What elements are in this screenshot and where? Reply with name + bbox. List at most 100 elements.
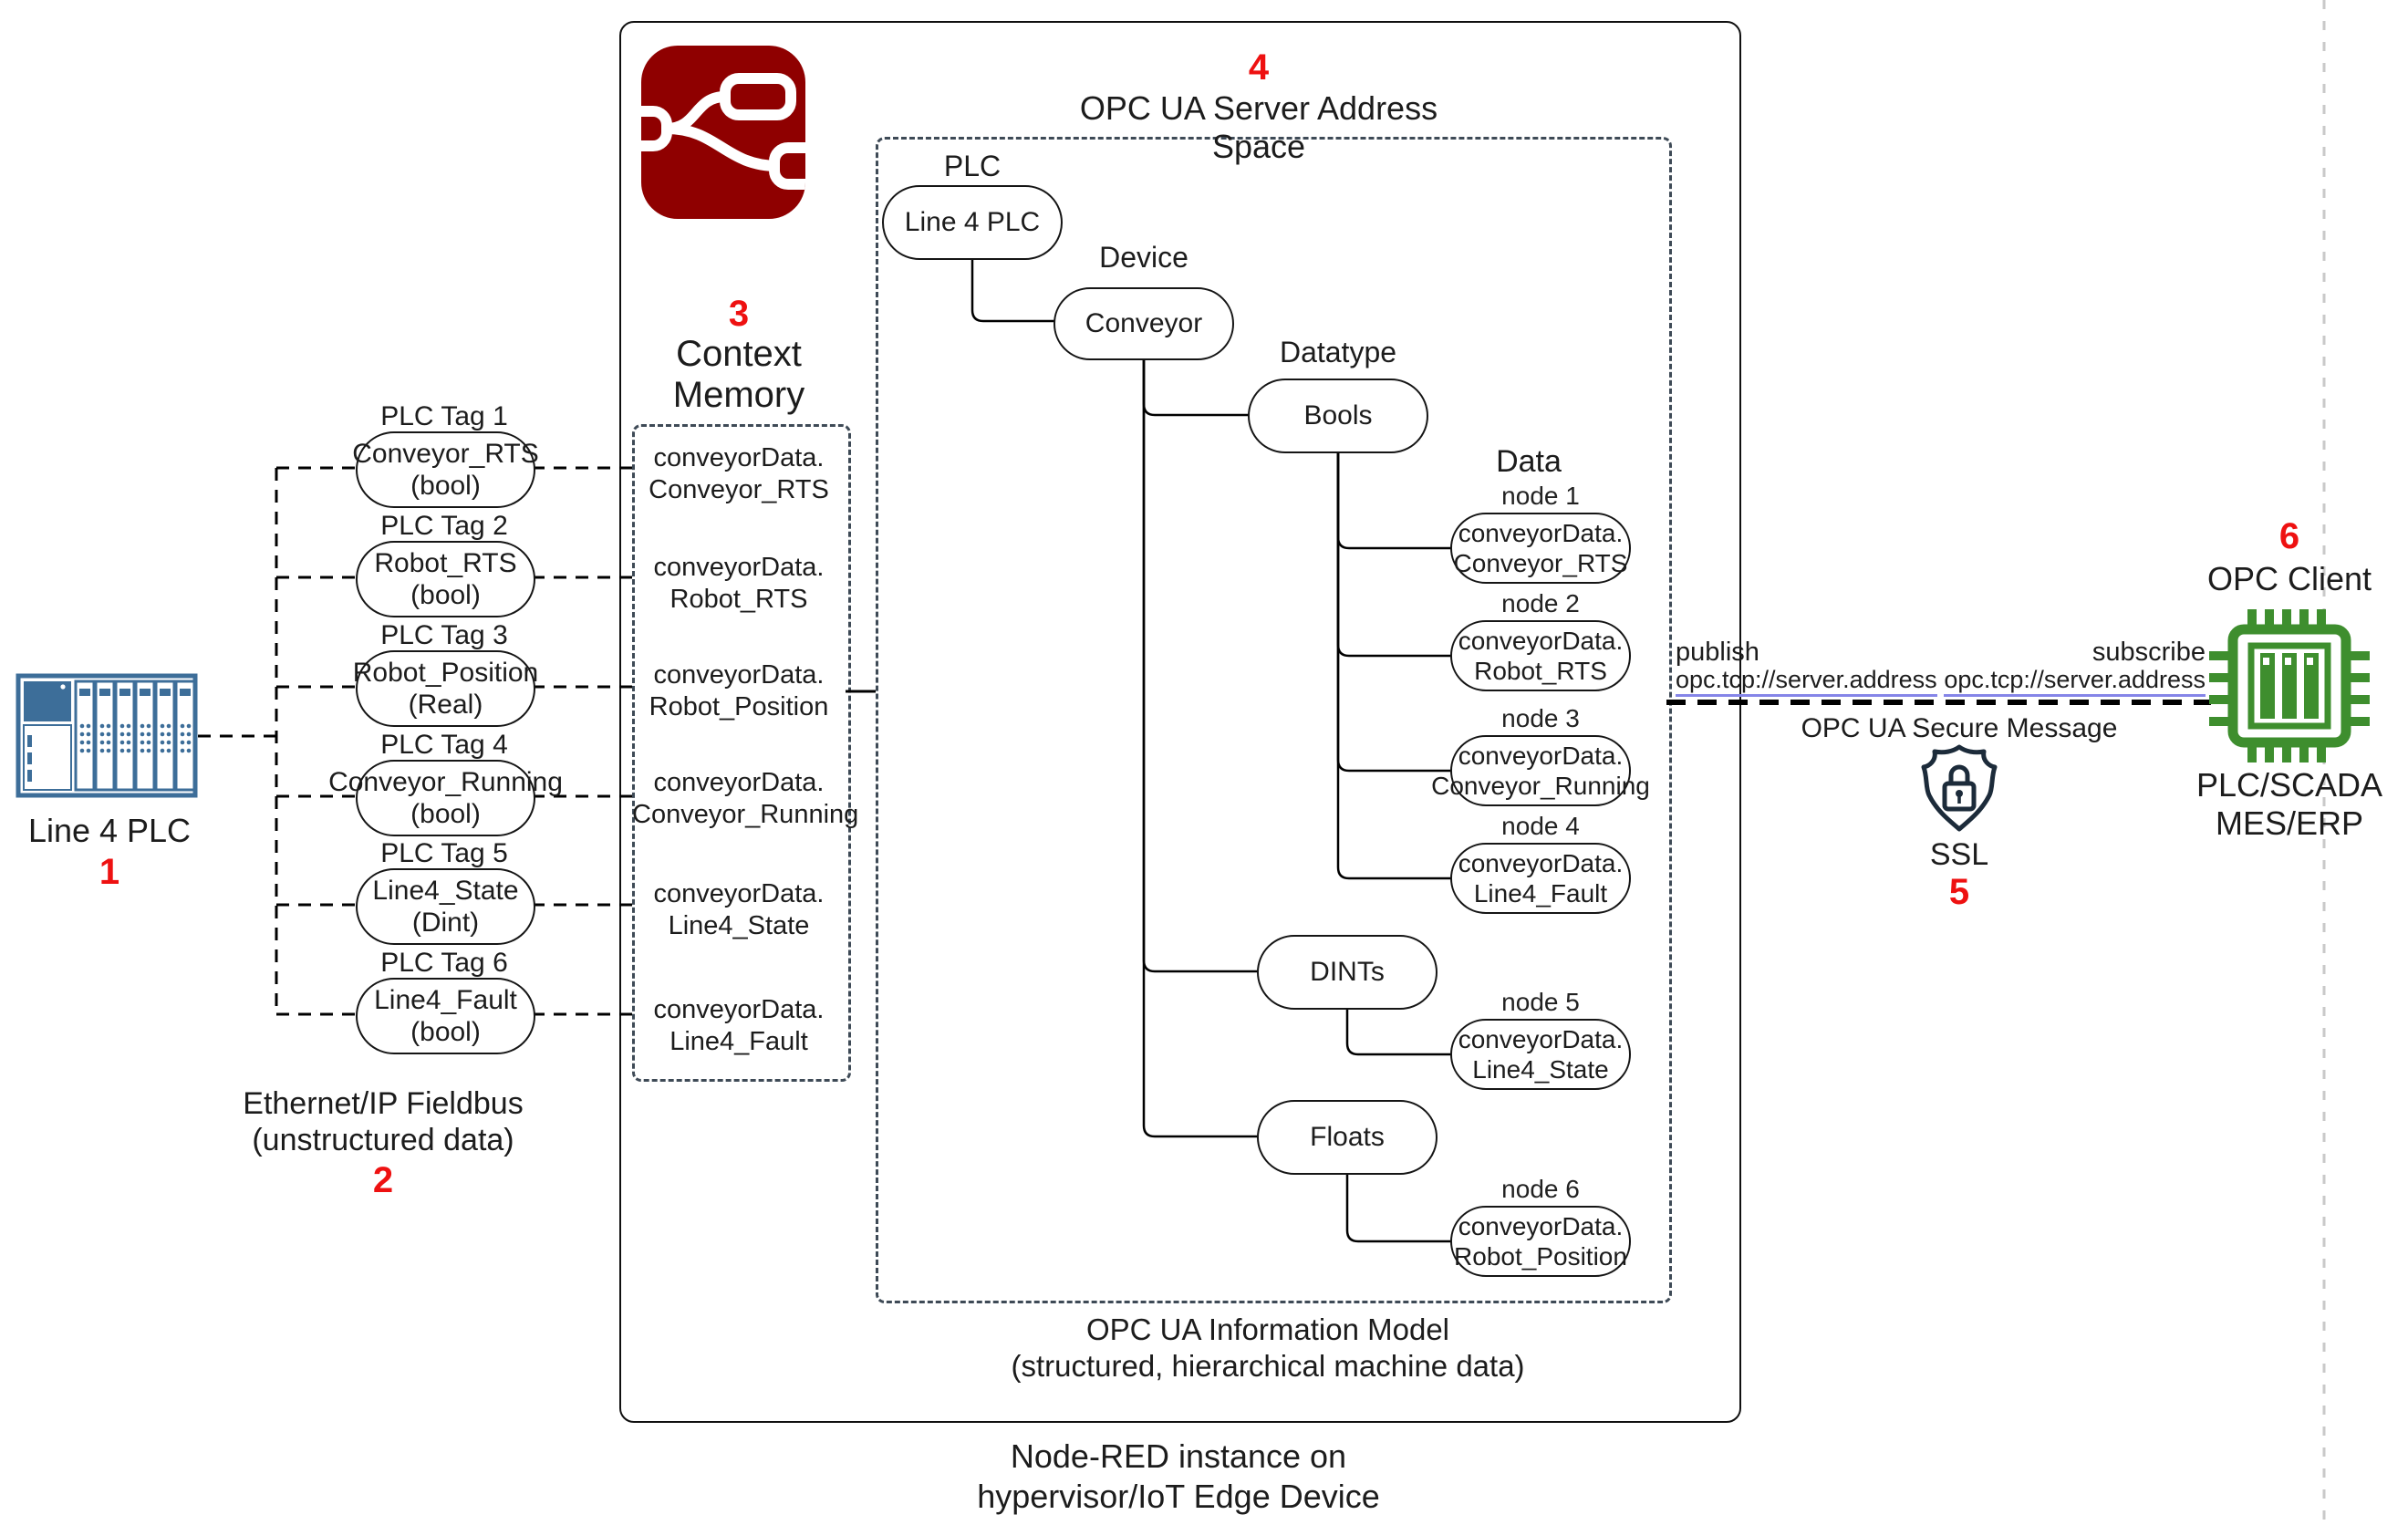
data-node-line1: conveyorData. — [1458, 519, 1624, 547]
tag-name: Conveyor_RTS — [352, 439, 539, 469]
entry-line1: conveyorData. — [653, 443, 825, 472]
info-model-caption-line1: OPC UA Information Model — [1086, 1312, 1449, 1346]
data-node-line1: conveyorData. — [1458, 1212, 1624, 1240]
level-label-device: Device — [1099, 241, 1188, 274]
tree-node-datatype-floats: Floats — [1257, 1100, 1438, 1175]
entry-line1: conveyorData. — [653, 660, 825, 690]
data-node-line2: Robot_Position — [1454, 1242, 1627, 1271]
data-node-label: node 3 — [1501, 704, 1580, 732]
tag-title: PLC Tag 1 — [380, 401, 508, 431]
plc-tag-oval: Line4_State (Dint) — [356, 868, 535, 945]
tag-title: PLC Tag 2 — [380, 511, 508, 541]
data-node: conveyorData. Line4_Fault — [1450, 843, 1631, 914]
tag-type: (bool) — [410, 580, 481, 610]
opc-client-caption-line1: PLC/SCADA — [2195, 766, 2383, 804]
tag-name: Line4_Fault — [374, 985, 517, 1015]
tag-title: PLC Tag 4 — [380, 730, 508, 760]
entry-line2: Robot_RTS — [669, 585, 808, 614]
data-node: conveyorData. Robot_Position — [1450, 1206, 1631, 1277]
tag-type: (Real) — [408, 690, 483, 720]
tag-type: (Dint) — [411, 908, 480, 938]
opc-client-title: OPC Client — [2206, 560, 2372, 597]
tag-name: Conveyor_Running — [328, 767, 563, 797]
step-number-5: 5 — [1948, 872, 1970, 912]
data-node-line2: Line4_State — [1472, 1055, 1609, 1084]
entry-line2: Robot_Position — [649, 692, 829, 721]
data-node-line1: conveyorData. — [1458, 1025, 1624, 1053]
data-node-line1: conveyorData. — [1458, 849, 1624, 877]
context-memory-box — [632, 424, 851, 1082]
node-red-caption-line2: hypervisor/IoT Edge Device — [977, 1478, 1380, 1515]
context-entry: conveyorData. Line4_State — [632, 878, 846, 942]
data-node-label: node 2 — [1501, 589, 1580, 617]
step-number-2: 2 — [372, 1160, 394, 1200]
context-entry: conveyorData. Line4_Fault — [632, 994, 846, 1058]
tag-type: (bool) — [410, 799, 481, 829]
tag-type: (bool) — [410, 471, 481, 501]
tag-name: Robot_RTS — [374, 548, 517, 578]
publish-label: publish — [1676, 638, 1759, 667]
data-node: conveyorData. Line4_State — [1450, 1019, 1631, 1090]
plc-tag-oval: Conveyor_RTS (bool) — [352, 431, 539, 508]
data-node: conveyorData. Robot_RTS — [1450, 620, 1631, 691]
opc-client-caption-line2: MES/ERP — [2215, 804, 2364, 842]
data-node: conveyorData. Conveyor_RTS — [1450, 513, 1631, 584]
node-red-instance-box — [619, 21, 1741, 1423]
subscribe-label: subscribe — [2091, 638, 2206, 667]
tag-title: PLC Tag 3 — [380, 620, 508, 650]
context-memory-title-line1: Context — [676, 334, 802, 374]
context-entry: conveyorData. Robot_RTS — [632, 552, 846, 616]
tag-name: Robot_Position — [352, 658, 539, 688]
entry-line1: conveyorData. — [653, 768, 825, 797]
tag-title: PLC Tag 5 — [380, 838, 508, 868]
data-node-label: node 1 — [1501, 482, 1580, 510]
data-node: conveyorData. Conveyor_Running — [1431, 735, 1650, 806]
plc-tag-oval: Line4_Fault (bool) — [356, 978, 535, 1054]
ssl-label: SSL — [1929, 837, 1989, 872]
publish-address: opc.tcp://server.address — [1676, 666, 1967, 697]
data-node-line2: Line4_Fault — [1473, 879, 1608, 908]
tree-node-datatype-bools: Bools — [1248, 379, 1428, 453]
level-label-plc: PLC — [943, 150, 1002, 182]
plc-tag-oval: Robot_RTS (bool) — [356, 541, 535, 617]
context-entry: conveyorData. Conveyor_RTS — [632, 442, 846, 506]
fieldbus-caption-line2: (unstructured data) — [252, 1123, 514, 1157]
data-node-line1: conveyorData. — [1458, 627, 1624, 655]
entry-line2: Conveyor_Running — [632, 800, 859, 829]
shield-ssl-icon — [1921, 744, 1998, 832]
level-label-data: Data — [1496, 444, 1562, 479]
context-entry: conveyorData. Robot_Position — [632, 659, 846, 723]
tag-title: PLC Tag 6 — [380, 948, 508, 978]
entry-line2: Line4_State — [668, 911, 810, 940]
secure-message-label: OPC UA Secure Message — [1801, 713, 2118, 743]
node-red-icon — [641, 46, 805, 219]
node-red-caption-line1: Node-RED instance on — [1010, 1437, 1347, 1475]
data-node-label: node 4 — [1501, 812, 1580, 840]
step-number-6: 6 — [2278, 516, 2300, 556]
tag-type: (bool) — [410, 1017, 481, 1047]
step-number-1: 1 — [99, 852, 120, 892]
tree-node-datatype-dints: DINTs — [1257, 935, 1438, 1010]
tree-connectors — [970, 256, 1452, 1243]
level-label-datatype: Datatype — [1279, 336, 1397, 368]
info-model-caption-line2: (structured, hierarchical machine data) — [1011, 1349, 1525, 1383]
plc-station-label: Line 4 PLC — [27, 812, 192, 849]
entry-line1: conveyorData. — [653, 553, 825, 582]
plc-tag-oval: Conveyor_Running (bool) — [328, 760, 563, 836]
address-space-title: OPC UA Server Address Space — [1079, 89, 1438, 165]
data-node-label: node 5 — [1501, 988, 1580, 1016]
data-node-label: node 6 — [1501, 1175, 1580, 1203]
chip-icon — [2209, 609, 2370, 762]
tree-node-plc: Line 4 PLC — [882, 185, 1063, 260]
plc-tag-oval: Robot_Position (Real) — [352, 650, 539, 727]
data-node-line2: Robot_RTS — [1474, 657, 1607, 685]
fieldbus-caption-line1: Ethernet/IP Fieldbus — [243, 1086, 524, 1121]
tree-node-device: Conveyor — [1054, 287, 1234, 360]
entry-line2: Line4_Fault — [669, 1027, 808, 1056]
address-space-box — [876, 137, 1672, 1303]
context-memory-title-line2: Memory — [672, 375, 805, 415]
entry-line2: Conveyor_RTS — [649, 475, 829, 504]
data-node-line1: conveyorData. — [1458, 742, 1624, 770]
